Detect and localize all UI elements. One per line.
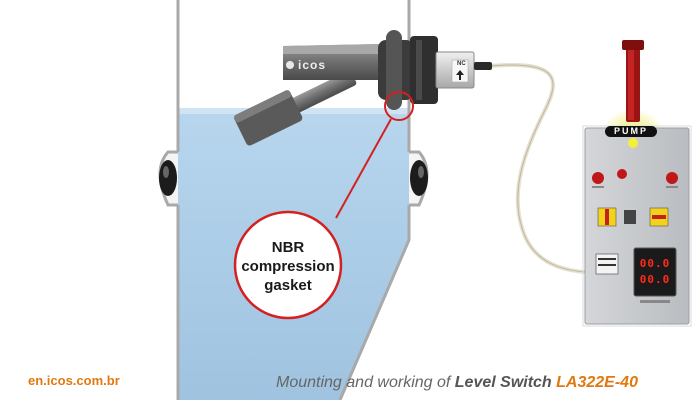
selector-switch-left bbox=[598, 208, 616, 226]
signal-cable bbox=[490, 65, 585, 272]
switch-brand-text: icos bbox=[298, 58, 326, 72]
callout-line-2: compression bbox=[228, 257, 348, 276]
pump-indicator-light bbox=[628, 138, 638, 148]
caption: Mounting and working of Level Switch LA3… bbox=[276, 374, 638, 392]
pump-lamp-top bbox=[622, 40, 644, 50]
tank-right-handle bbox=[409, 152, 428, 205]
display-bottom-readout: 00.0 bbox=[636, 274, 674, 286]
caption-model: LA322E-40 bbox=[556, 374, 638, 391]
red-lamp-3 bbox=[666, 172, 678, 184]
caption-product: Level Switch bbox=[455, 374, 556, 391]
digital-display bbox=[634, 248, 676, 296]
caption-prefix: Mounting and working of bbox=[276, 374, 455, 391]
pump-label: PUMP bbox=[605, 126, 657, 137]
selector-switch-right bbox=[650, 208, 668, 226]
callout-label: NBR compression gasket bbox=[228, 238, 348, 295]
callout-line-1: NBR bbox=[228, 238, 348, 257]
display-top-readout: 00.0 bbox=[636, 258, 674, 270]
website-link[interactable]: en.icos.com.br bbox=[28, 373, 120, 388]
tank-left-handle bbox=[159, 152, 178, 205]
selector-switch-center bbox=[624, 210, 636, 224]
red-lamp-1 bbox=[592, 172, 604, 184]
circuit-breaker bbox=[596, 254, 618, 274]
callout-line-3: gasket bbox=[228, 276, 348, 295]
switch-nc-marking: NC bbox=[457, 61, 466, 67]
cable-gland bbox=[474, 62, 492, 70]
brand-logo-icon bbox=[286, 61, 294, 69]
red-lamp-2 bbox=[617, 169, 627, 179]
